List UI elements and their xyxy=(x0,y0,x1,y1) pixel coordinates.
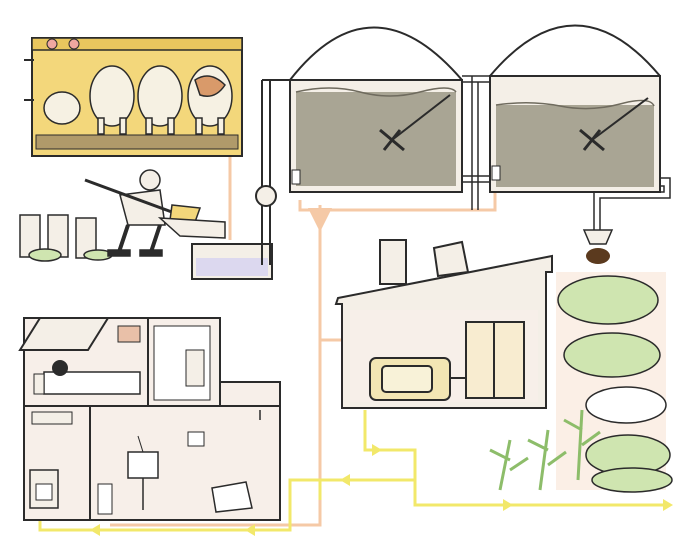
digester-connector xyxy=(462,76,490,210)
farmer-icon xyxy=(85,170,200,256)
manure-chute xyxy=(160,218,225,238)
generator-house xyxy=(336,240,552,408)
residential-house xyxy=(20,318,280,520)
cow-barn xyxy=(24,38,242,156)
armchair-icon xyxy=(212,482,252,512)
digester-1 xyxy=(290,28,462,193)
feed-crates xyxy=(20,215,112,261)
digester-2 xyxy=(490,26,660,193)
